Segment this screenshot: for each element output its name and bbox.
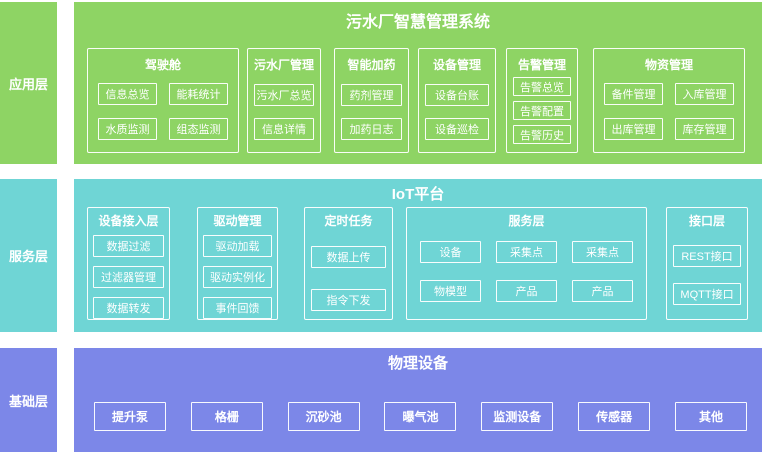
- group-driver-management-title: 驱动管理: [213, 214, 262, 228]
- module-box: 设备巡检: [425, 118, 489, 140]
- group-material-management-title: 物资管理: [644, 58, 693, 72]
- group-service-sublayer: 服务层 设备 采集点 采集点 物模型 产品 产品: [406, 207, 647, 320]
- module-box: 水质监测: [98, 118, 157, 140]
- group-interface-layer-title: 接口层: [688, 214, 725, 228]
- group-equipment-management: 设备管理 设备台账 设备巡检: [418, 48, 496, 153]
- group-plant-management-title: 污水厂管理: [253, 58, 314, 72]
- iot-platform-title: IoT平台: [391, 186, 445, 203]
- module-box: 入库管理: [675, 83, 734, 105]
- module-box: 产品: [496, 280, 557, 302]
- group-equipment-management-title: 设备管理: [432, 58, 481, 72]
- module-box: 库存管理: [675, 118, 734, 140]
- module-box: 数据转发: [93, 297, 164, 319]
- group-device-access-title: 设备接入层: [98, 214, 159, 228]
- module-box: 设备台账: [425, 84, 489, 106]
- module-box: REST接口: [673, 245, 741, 267]
- module-box: 告警配置: [513, 101, 571, 120]
- group-driver-management-items: 驱动加载 驱动实例化 事件回馈: [198, 235, 277, 319]
- module-box: 出库管理: [604, 118, 663, 140]
- module-box: 信息详情: [254, 118, 314, 140]
- base-layer-sidebar-label: 基础层: [0, 348, 57, 452]
- group-alarm-management-title: 告警管理: [517, 58, 566, 72]
- module-box: 产品: [572, 280, 633, 302]
- group-material-management-items: 备件管理 入库管理 出库管理 库存管理: [594, 83, 744, 140]
- module-box: MQTT接口: [673, 283, 741, 305]
- group-cockpit-title: 驾驶舱: [144, 58, 181, 72]
- module-box: 设备: [420, 241, 481, 263]
- module-box: 告警历史: [513, 125, 571, 144]
- device-box: 曝气池: [384, 402, 457, 431]
- module-box: 事件回馈: [203, 297, 272, 319]
- module-box: 污水厂总览: [254, 84, 314, 106]
- module-box: 物模型: [420, 280, 481, 302]
- group-smart-dosing-title: 智能加药: [347, 58, 396, 72]
- group-driver-management: 驱动管理 驱动加载 驱动实例化 事件回馈: [197, 207, 278, 320]
- group-device-access-items: 数据过滤 过滤器管理 数据转发: [88, 235, 169, 319]
- application-layer-panel: 污水厂智慧管理系统 驾驶舱 信息总览 能耗统计 水质监测 组态监测 污水厂管理 …: [74, 2, 762, 164]
- group-scheduled-tasks-items: 数据上传 指令下发: [305, 246, 392, 311]
- group-material-management: 物资管理 备件管理 入库管理 出库管理 库存管理: [593, 48, 745, 153]
- module-box: 加药日志: [341, 118, 402, 140]
- base-layer-row: 基础层 物理设备 提升泵 格栅 沉砂池 曝气池 监测设备 传感器 其他: [0, 348, 766, 452]
- module-box: 备件管理: [604, 83, 663, 105]
- group-interface-layer: 接口层 REST接口 MQTT接口: [666, 207, 748, 320]
- service-layer-row: 服务层 IoT平台 设备接入层 数据过滤 过滤器管理 数据转发 驱动管理 驱动加…: [0, 179, 766, 332]
- physical-devices-title: 物理设备: [387, 355, 448, 372]
- service-layer-sidebar-label: 服务层: [0, 179, 57, 332]
- module-box: 告警总览: [513, 77, 571, 96]
- module-box: 数据上传: [311, 246, 386, 268]
- physical-devices-panel: 物理设备 提升泵 格栅 沉砂池 曝气池 监测设备 传感器 其他: [74, 348, 762, 452]
- group-alarm-management: 告警管理 告警总览 告警配置 告警历史: [506, 48, 578, 153]
- module-box: 过滤器管理: [93, 266, 164, 288]
- application-layer-row: 应用层 污水厂智慧管理系统 驾驶舱 信息总览 能耗统计 水质监测 组态监测 污水…: [0, 2, 766, 164]
- module-box: 数据过滤: [93, 235, 164, 257]
- group-equipment-management-items: 设备台账 设备巡检: [419, 84, 495, 140]
- iot-platform-panel: IoT平台 设备接入层 数据过滤 过滤器管理 数据转发 驱动管理 驱动加载 驱动…: [74, 179, 762, 332]
- group-plant-management: 污水厂管理 污水厂总览 信息详情: [247, 48, 321, 153]
- module-box: 指令下发: [311, 289, 386, 311]
- module-box: 组态监测: [169, 118, 228, 140]
- application-layer-sidebar-label: 应用层: [0, 2, 57, 164]
- group-device-access-layer: 设备接入层 数据过滤 过滤器管理 数据转发: [87, 207, 170, 320]
- group-cockpit-items: 信息总览 能耗统计 水质监测 组态监测: [88, 83, 238, 140]
- group-alarm-management-items: 告警总览 告警配置 告警历史: [507, 77, 577, 144]
- device-box: 监测设备: [481, 402, 554, 431]
- device-box: 传感器: [578, 402, 651, 431]
- module-box: 能耗统计: [169, 83, 228, 105]
- module-box: 采集点: [496, 241, 557, 263]
- device-box: 沉砂池: [287, 402, 360, 431]
- application-layer-title: 污水厂智慧管理系统: [345, 14, 490, 31]
- group-cockpit: 驾驶舱 信息总览 能耗统计 水质监测 组态监测: [87, 48, 239, 153]
- module-box: 驱动加载: [203, 235, 272, 257]
- group-smart-dosing: 智能加药 药剂管理 加药日志: [334, 48, 409, 153]
- group-service-sublayer-title: 服务层: [508, 214, 545, 228]
- group-plant-management-items: 污水厂总览 信息详情: [248, 84, 320, 140]
- device-box: 其他: [674, 402, 747, 431]
- group-service-sublayer-items: 设备 采集点 采集点 物模型 产品 产品: [407, 241, 646, 302]
- group-scheduled-tasks: 定时任务 数据上传 指令下发: [304, 207, 393, 320]
- device-box: 提升泵: [94, 402, 166, 431]
- module-box: 采集点: [572, 241, 633, 263]
- module-box: 药剂管理: [341, 84, 402, 106]
- module-box: 驱动实例化: [203, 266, 272, 288]
- group-interface-layer-items: REST接口 MQTT接口: [667, 245, 747, 305]
- group-scheduled-tasks-title: 定时任务: [324, 214, 373, 228]
- physical-devices-items: 提升泵 格栅 沉砂池 曝气池 监测设备 传感器 其他: [74, 402, 762, 431]
- module-box: 信息总览: [98, 83, 157, 105]
- device-box: 格栅: [190, 402, 263, 431]
- group-smart-dosing-items: 药剂管理 加药日志: [335, 84, 408, 140]
